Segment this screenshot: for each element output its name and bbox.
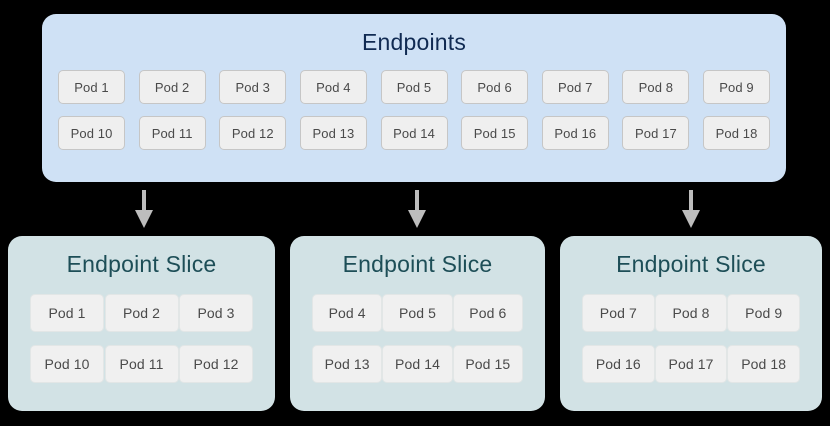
pod-chip[interactable]: Pod 6 [461, 70, 529, 104]
arrow-to-slice-3 [678, 190, 704, 228]
pod-chip[interactable]: Pod 2 [138, 70, 206, 104]
pod-chip[interactable]: Pod 13 [299, 116, 367, 150]
pod-chip[interactable]: Pod 5 [382, 294, 453, 332]
endpoint-slice-pod-grid: Pod 4 Pod 5 Pod 6 Pod 13 Pod 14 Pod 15 [312, 294, 523, 396]
arrow-down-icon [408, 190, 426, 228]
pod-chip[interactable]: Pod 13 [312, 345, 383, 383]
pod-chip[interactable]: Pod 11 [104, 345, 179, 383]
pod-chip[interactable]: Pod 12 [179, 345, 253, 383]
pod-chip[interactable]: Pod 10 [58, 116, 125, 150]
pod-chip[interactable]: Pod 11 [138, 116, 206, 150]
pod-chip[interactable]: Pod 9 [703, 70, 770, 104]
endpoint-slice-title: Endpoint Slice [342, 251, 493, 277]
pod-chip[interactable]: Pod 4 [312, 294, 383, 332]
endpoint-slice-pod-row: Pod 10 Pod 11 Pod 12 [30, 345, 253, 383]
endpoint-slice-panel-3: Endpoint Slice Pod 7 Pod 8 Pod 9 Pod 16 … [560, 236, 822, 411]
pod-chip[interactable]: Pod 7 [541, 70, 609, 104]
endpoint-slice-pod-grid: Pod 1 Pod 2 Pod 3 Pod 10 Pod 11 Pod 12 [30, 294, 253, 396]
pod-chip[interactable]: Pod 16 [582, 345, 655, 383]
endpoint-slice-panel-2: Endpoint Slice Pod 4 Pod 5 Pod 6 Pod 13 … [290, 236, 545, 411]
pod-chip[interactable]: Pod 6 [452, 294, 523, 332]
pod-chip[interactable]: Pod 14 [380, 116, 448, 150]
pod-chip[interactable]: Pod 8 [622, 70, 690, 104]
endpoint-slice-title: Endpoint Slice [66, 251, 217, 277]
pod-chip[interactable]: Pod 14 [382, 345, 453, 383]
endpoint-slice-pod-row: Pod 4 Pod 5 Pod 6 [312, 294, 523, 332]
endpoint-slice-pod-row: Pod 7 Pod 8 Pod 9 [582, 294, 801, 332]
pod-chip[interactable]: Pod 17 [654, 345, 728, 383]
arrow-down-icon [135, 190, 153, 228]
arrow-to-slice-2 [404, 190, 430, 228]
pod-chip[interactable]: Pod 16 [541, 116, 609, 150]
arrow-down-icon [682, 190, 700, 228]
pod-chip[interactable]: Pod 17 [622, 116, 690, 150]
pod-chip[interactable]: Pod 7 [582, 294, 655, 332]
endpoint-slice-pod-row: Pod 16 Pod 17 Pod 18 [582, 345, 801, 383]
endpoints-pod-row: Pod 1 Pod 2 Pod 3 Pod 4 Pod 5 Pod 6 Pod … [58, 70, 770, 104]
pod-chip[interactable]: Pod 15 [452, 345, 523, 383]
pod-chip[interactable]: Pod 2 [104, 294, 179, 332]
pod-chip[interactable]: Pod 8 [654, 294, 728, 332]
pod-chip[interactable]: Pod 4 [299, 70, 367, 104]
arrow-to-slice-1 [131, 190, 157, 228]
pod-chip[interactable]: Pod 1 [30, 294, 104, 332]
endpoint-slice-pod-row: Pod 13 Pod 14 Pod 15 [312, 345, 523, 383]
endpoints-title: Endpoints [361, 29, 467, 55]
pod-chip[interactable]: Pod 5 [380, 70, 448, 104]
endpoints-pod-row: Pod 10 Pod 11 Pod 12 Pod 13 Pod 14 Pod 1… [58, 116, 770, 150]
endpoints-pod-grid: Pod 1 Pod 2 Pod 3 Pod 4 Pod 5 Pod 6 Pod … [58, 70, 770, 162]
pod-chip[interactable]: Pod 10 [30, 345, 104, 383]
endpoint-slice-pod-row: Pod 1 Pod 2 Pod 3 [30, 294, 253, 332]
endpoints-panel: Endpoints Pod 1 Pod 2 Pod 3 Pod 4 Pod 5 … [42, 14, 786, 182]
endpoint-slice-panel-1: Endpoint Slice Pod 1 Pod 2 Pod 3 Pod 10 … [8, 236, 275, 411]
pod-chip[interactable]: Pod 18 [703, 116, 770, 150]
pod-chip[interactable]: Pod 12 [219, 116, 287, 150]
pod-chip[interactable]: Pod 9 [727, 294, 801, 332]
pod-chip[interactable]: Pod 15 [461, 116, 529, 150]
endpoint-slice-title: Endpoint Slice [616, 251, 766, 277]
pod-chip[interactable]: Pod 3 [219, 70, 287, 104]
endpoint-slice-pod-grid: Pod 7 Pod 8 Pod 9 Pod 16 Pod 17 Pod 18 [582, 294, 801, 396]
pod-chip[interactable]: Pod 18 [727, 345, 801, 383]
pod-chip[interactable]: Pod 1 [58, 70, 125, 104]
pod-chip[interactable]: Pod 3 [179, 294, 253, 332]
